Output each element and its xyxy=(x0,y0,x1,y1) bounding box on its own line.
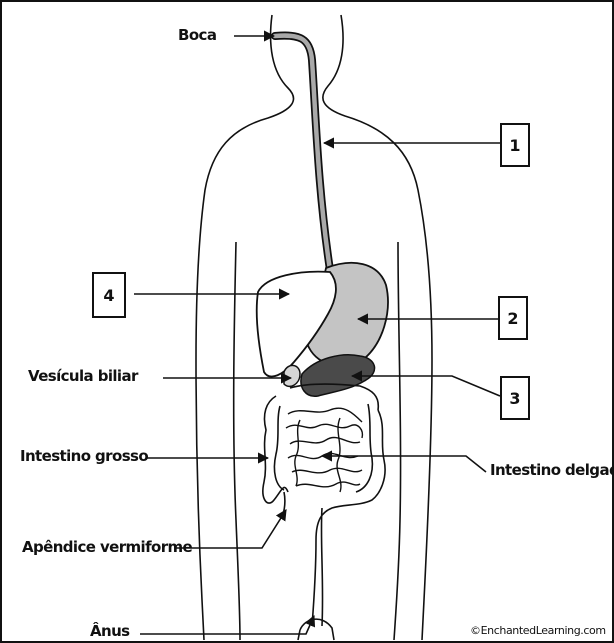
number-box-3: 3 xyxy=(500,376,530,420)
arrow-3 xyxy=(352,376,500,396)
label-apendice-vermiforme: Apêndice vermiforme xyxy=(22,540,192,555)
number-box-4: 4 xyxy=(92,272,126,318)
gallbladder xyxy=(284,365,300,386)
label-intestino-grosso: Intestino grosso xyxy=(20,449,148,464)
number-box-1: 1 xyxy=(500,123,530,167)
number-box-3-text: 3 xyxy=(509,389,520,408)
esophagus xyxy=(275,36,330,270)
large-intestine xyxy=(263,384,385,626)
credit-text: ©EnchantedLearning.com xyxy=(470,624,606,637)
number-box-4-text: 4 xyxy=(103,286,114,305)
number-box-1-text: 1 xyxy=(509,136,520,155)
label-boca: Boca xyxy=(178,28,216,43)
label-intestino-delgado: Intestino delgado xyxy=(490,463,614,478)
small-intestine xyxy=(286,408,362,492)
label-anus: Ânus xyxy=(90,624,130,639)
number-box-2: 2 xyxy=(498,296,528,340)
anus-arrow xyxy=(140,616,314,634)
apendice-arrow xyxy=(176,510,286,548)
number-box-2-text: 2 xyxy=(507,309,518,328)
label-vesicula-biliar: Vesícula biliar xyxy=(28,369,138,384)
